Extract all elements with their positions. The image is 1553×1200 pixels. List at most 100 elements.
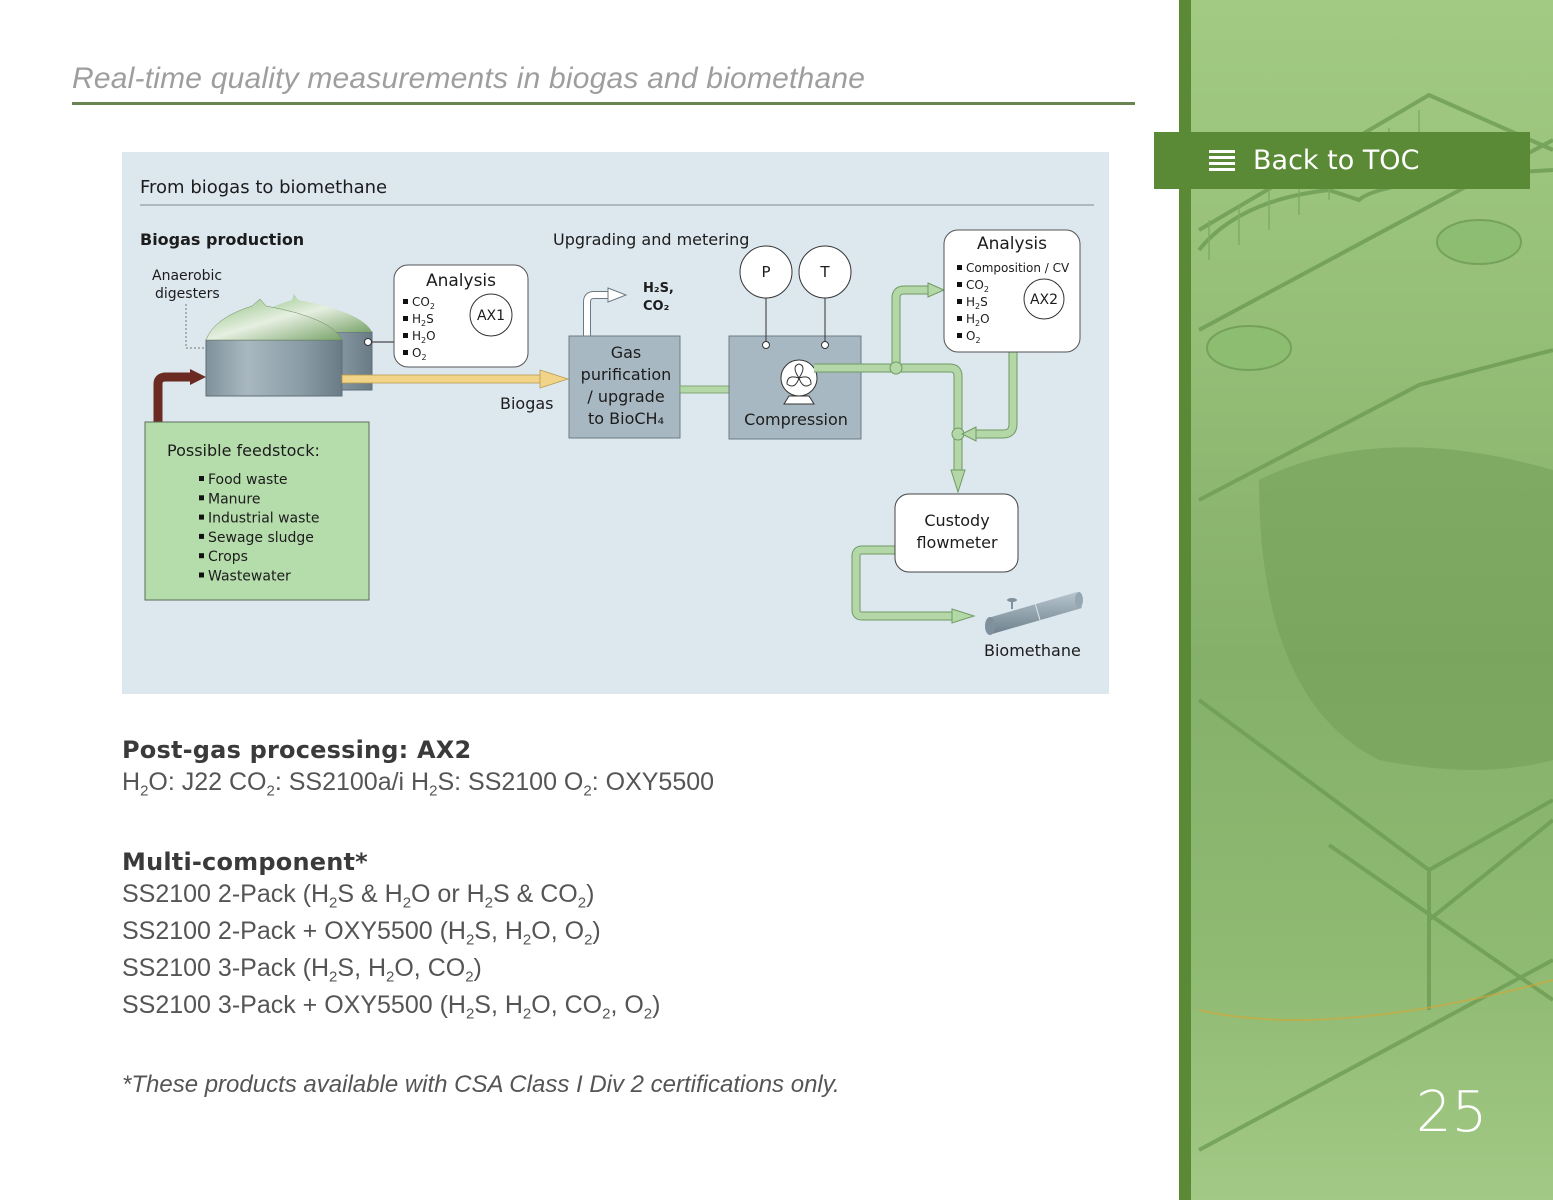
feedstock-box: Possible feedstock: Food wasteManureIndu… xyxy=(144,421,370,601)
custody-label-line1: Custody xyxy=(924,511,989,530)
multi-component-item: SS2100 3-Pack (H2S, H2O, CO2) xyxy=(122,954,482,986)
pressure-gauge xyxy=(739,245,793,299)
anaerobic-label-line1: Anaerobic xyxy=(152,268,222,284)
page-number: 25 xyxy=(1416,1080,1488,1145)
feedstock-item: Industrial waste xyxy=(199,511,320,527)
gas-purification-line4: to BioCH₄ xyxy=(588,409,664,428)
gas-purification-line2: purification xyxy=(581,365,672,384)
analysis-item: H2S xyxy=(957,295,988,311)
analysis-item: Composition / CV xyxy=(957,261,1070,275)
bullet-icon xyxy=(403,299,408,304)
post-gas-section: Post-gas processing: AX2 H2O: J22 CO2: S… xyxy=(122,736,714,801)
biomethane-pipeline-icon xyxy=(985,592,1083,635)
bullet-icon xyxy=(403,333,408,338)
analysis-item-label: H2O xyxy=(412,329,436,345)
temperature-gauge-label: T xyxy=(819,263,830,281)
bullet-icon xyxy=(199,476,204,481)
post-gas-heading: Post-gas processing: AX2 xyxy=(122,736,472,764)
feedstock-title: Possible feedstock: xyxy=(167,441,320,460)
header-divider xyxy=(72,102,1135,105)
ax1-badge: AX1 xyxy=(477,308,505,324)
multi-component-item: SS2100 2-Pack + OXY5500 (H2S, H2O, O2) xyxy=(122,917,601,949)
analysis-ax2-title: Analysis xyxy=(977,234,1047,254)
feedstock-item-label: Crops xyxy=(208,549,248,565)
analysis-item: H2O xyxy=(403,329,436,345)
analysis-item-label: H2S xyxy=(412,312,434,328)
exhaust-arrow xyxy=(583,291,610,336)
custody-flowmeter-box: Custody flowmeter xyxy=(894,493,1019,573)
feedstock-item-label: Manure xyxy=(208,491,260,507)
multi-component-item: SS2100 2-Pack (H2S & H2O or H2S & CO2) xyxy=(122,880,595,912)
gas-purification-line1: Gas xyxy=(611,343,642,362)
certification-footnote: *These products available with CSA Class… xyxy=(122,1071,840,1098)
back-to-toc-button[interactable]: Back to TOC xyxy=(1154,132,1530,189)
gas-purification-line3: / upgrade xyxy=(587,387,664,406)
analysis-ax1-title: Analysis xyxy=(426,271,496,291)
analysis-item: H2O xyxy=(957,312,990,328)
list-icon xyxy=(1209,149,1235,172)
feedstock-item-label: Sewage sludge xyxy=(208,530,314,546)
analysis-item-label: CO2 xyxy=(966,278,989,294)
analysis-item: CO2 xyxy=(403,295,435,311)
sidebar-accent-strip xyxy=(1179,0,1191,1200)
analysis-item: CO2 xyxy=(957,278,989,294)
bullet-icon xyxy=(199,533,204,539)
multi-component-list: SS2100 2-Pack (H2S & H2O or H2S & CO2) SS… xyxy=(122,876,660,1024)
bullet-icon xyxy=(957,265,962,270)
bullet-icon xyxy=(957,316,962,321)
back-to-toc-label: Back to TOC xyxy=(1253,145,1420,176)
biomethane-label: Biomethane xyxy=(984,641,1081,660)
page-header-title: Real-time quality measurements in biogas… xyxy=(72,62,866,95)
feedstock-item-label: Wastewater xyxy=(208,569,291,585)
multi-component-section: Multi-component* SS2100 2-Pack (H2S & H2… xyxy=(122,848,660,1024)
multi-component-item: SS2100 3-Pack + OXY5500 (H2S, H2O, CO2, … xyxy=(122,991,661,1023)
temperature-gauge xyxy=(798,245,852,299)
pressure-gauge-label: P xyxy=(761,263,770,281)
bullet-icon xyxy=(199,495,204,501)
analysis-item-label: CO2 xyxy=(412,295,435,311)
biogas-flow-arrow xyxy=(341,374,543,384)
feedstock-item-label: Industrial waste xyxy=(208,511,320,527)
anaerobic-digester-tanks xyxy=(205,294,394,397)
bullet-icon xyxy=(957,282,962,287)
bullet-icon xyxy=(957,333,962,338)
gas-purification-box: Gas purification / upgrade to BioCH₄ xyxy=(568,335,681,439)
figure-title: From biogas to biomethane xyxy=(140,177,387,198)
feedstock-item: Food waste xyxy=(199,472,287,488)
exhaust-label-h2s: H₂S, xyxy=(643,281,674,296)
compression-label: Compression xyxy=(744,410,848,429)
post-gas-analyzers: H2O: J22 CO2: SS2100a/i H2S: SS2100 O2: … xyxy=(122,768,715,800)
anaerobic-label-line2: digesters xyxy=(155,286,220,302)
process-diagram: From biogas to biomethane Biogas product… xyxy=(122,152,1109,694)
feedstock-item-label: Food waste xyxy=(208,472,287,488)
custody-label-line2: flowmeter xyxy=(916,533,998,552)
biogas-label: Biogas xyxy=(500,394,554,413)
ax2-badge-circle xyxy=(1023,278,1065,320)
bullet-icon xyxy=(199,553,204,559)
bullet-icon xyxy=(403,350,408,355)
bullet-icon xyxy=(957,299,962,304)
decorative-sidebar xyxy=(1179,0,1553,1200)
analysis-item-label: Composition / CV xyxy=(966,261,1070,275)
feedstock-item: Manure xyxy=(199,491,260,507)
analysis-item-label: H2S xyxy=(966,295,988,311)
analysis-item-label: H2O xyxy=(966,312,990,328)
compression-box: Compression xyxy=(728,335,862,440)
biogas-production-label: Biogas production xyxy=(140,230,304,249)
process-diagram-svg: From biogas to biomethane Biogas product… xyxy=(140,177,1094,660)
feedstock-feed-arrow xyxy=(153,372,192,422)
upgrading-metering-label: Upgrading and metering xyxy=(553,230,749,249)
exhaust-label-co2: CO₂ xyxy=(643,299,669,314)
outflow-pipe-network xyxy=(814,285,1018,621)
ax2-badge: AX2 xyxy=(1030,292,1058,308)
feedstock-item: Wastewater xyxy=(199,569,291,585)
bullet-icon xyxy=(199,572,204,578)
feedstock-item: Crops xyxy=(199,549,248,565)
ax1-badge-circle xyxy=(469,293,513,337)
feedstock-item: Sewage sludge xyxy=(199,530,314,546)
bullet-icon xyxy=(199,514,204,520)
